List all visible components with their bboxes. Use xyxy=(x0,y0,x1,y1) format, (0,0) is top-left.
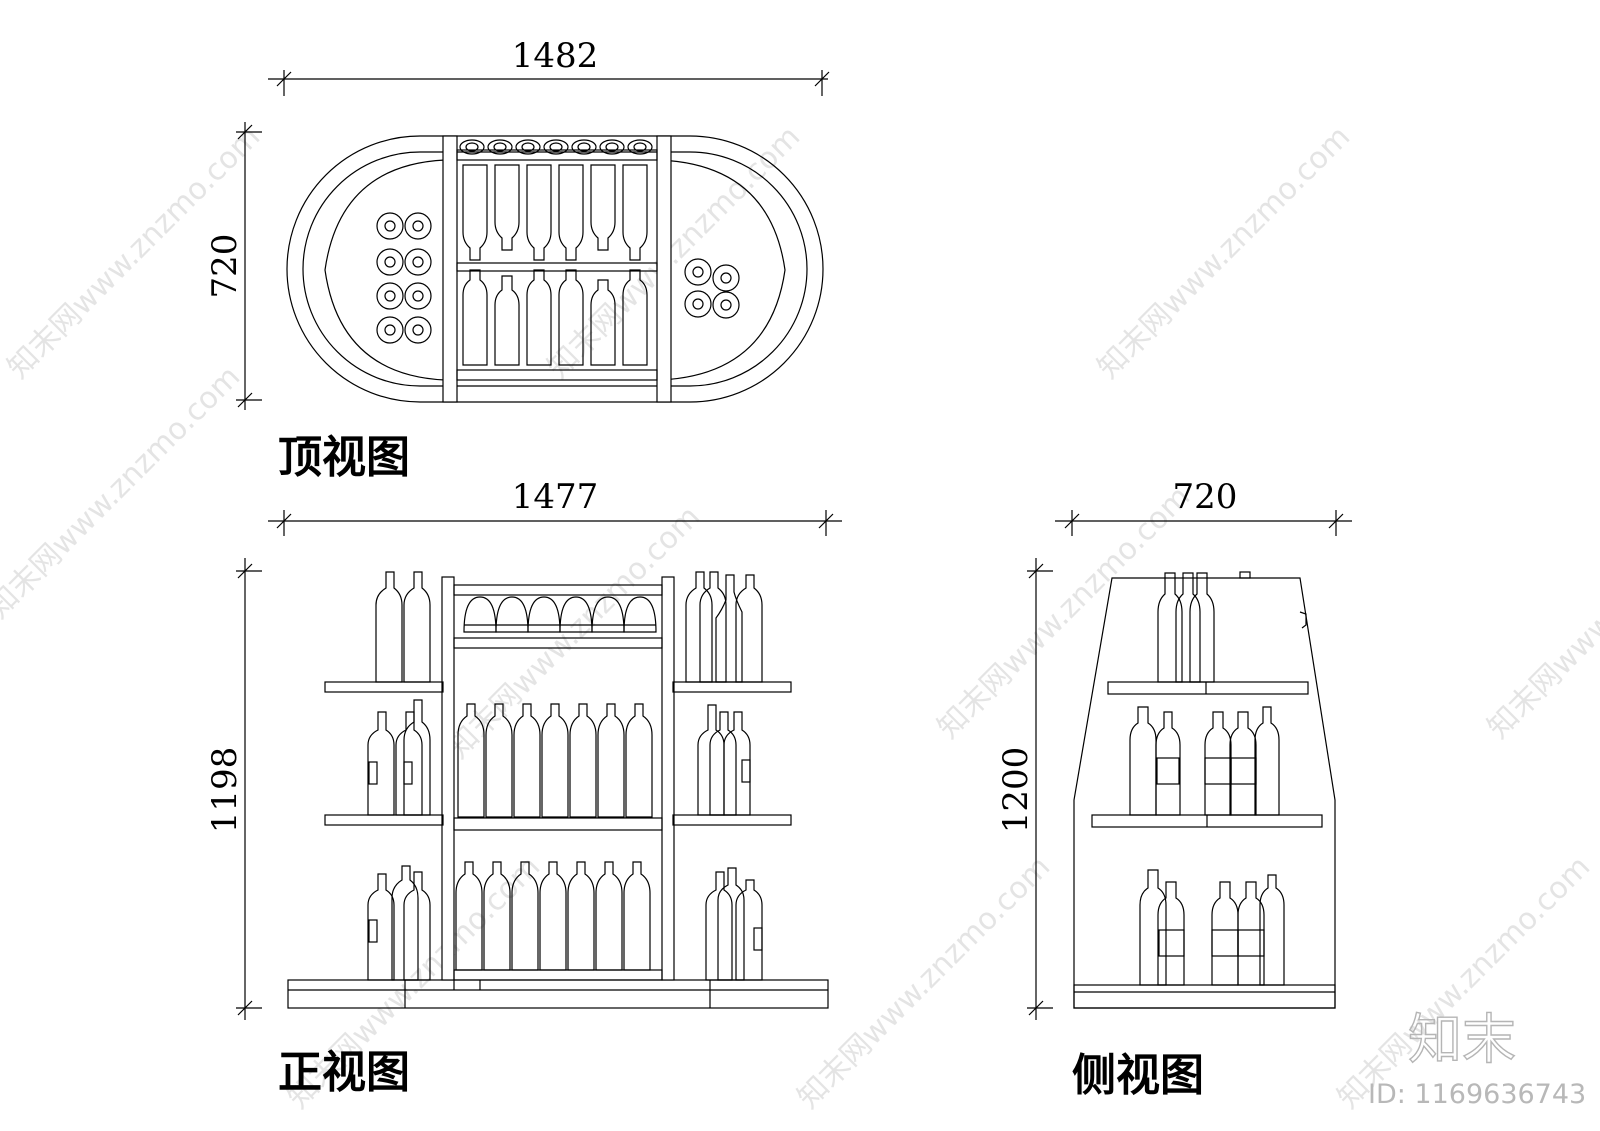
dimension-top-depth: 720 xyxy=(205,122,262,410)
front-right-shelves xyxy=(672,571,792,981)
top-bottle-circles-right xyxy=(684,258,740,319)
watermark-text: 知末网www.znzmo.com xyxy=(791,849,1057,1115)
front-bottles-lying xyxy=(463,596,657,633)
dim-label-1482: 1482 xyxy=(512,36,599,76)
watermark-text: 知末网www.znzmo.com xyxy=(1331,849,1597,1115)
watermark-text: 知末网www.znzmo.com xyxy=(1091,119,1357,385)
top-outer-shell xyxy=(286,135,824,403)
watermark-text: 知末网www.znzmo.com xyxy=(0,359,247,625)
top-bottles-upper xyxy=(462,164,648,261)
watermark-text: 知末网www.znzmo.com xyxy=(1481,479,1600,745)
top-bottles-lower xyxy=(462,269,648,366)
image-id-label: ID: 1169636743 xyxy=(1368,1079,1586,1110)
brand-logo: 知末 xyxy=(1408,1008,1516,1071)
dimension-top-width: 1482 xyxy=(268,36,830,96)
top-bottle-row-caps xyxy=(459,139,653,155)
side-view: 720 1200 xyxy=(996,477,1352,1101)
side-bottles-top xyxy=(1157,571,1251,683)
dimension-side-height: 1200 xyxy=(996,558,1053,1020)
front-bottles-middle xyxy=(457,703,653,818)
side-bottles-bottom xyxy=(1139,869,1285,986)
top-view: 1482 720 xyxy=(205,36,830,483)
dim-label-1198: 1198 xyxy=(205,747,245,834)
top-view-title: 顶视图 xyxy=(278,432,410,483)
dim-label-1477: 1477 xyxy=(512,477,599,517)
front-view-title: 正视图 xyxy=(278,1047,410,1098)
dim-label-720-top: 720 xyxy=(205,234,245,299)
side-view-title: 侧视图 xyxy=(1072,1050,1204,1101)
front-left-shelves xyxy=(324,571,444,981)
watermark-text: 知末网www.znzmo.com xyxy=(931,479,1197,745)
front-view: 1477 1198 xyxy=(205,477,842,1098)
dim-label-1200: 1200 xyxy=(996,747,1036,834)
watermark-text: 知末网www.znzmo.com xyxy=(541,119,807,385)
dimension-front-width: 1477 xyxy=(268,477,842,536)
brand-watermark: 知末 ID: 1169636743 xyxy=(1368,1007,1586,1110)
dimension-front-height: 1198 xyxy=(205,558,262,1020)
side-bottles-middle xyxy=(1129,706,1280,816)
dimension-side-width: 720 xyxy=(1055,477,1352,536)
dim-label-720-side: 720 xyxy=(1173,477,1238,517)
front-bottles-bottom xyxy=(455,861,651,971)
top-bottle-circles-left xyxy=(376,212,432,344)
